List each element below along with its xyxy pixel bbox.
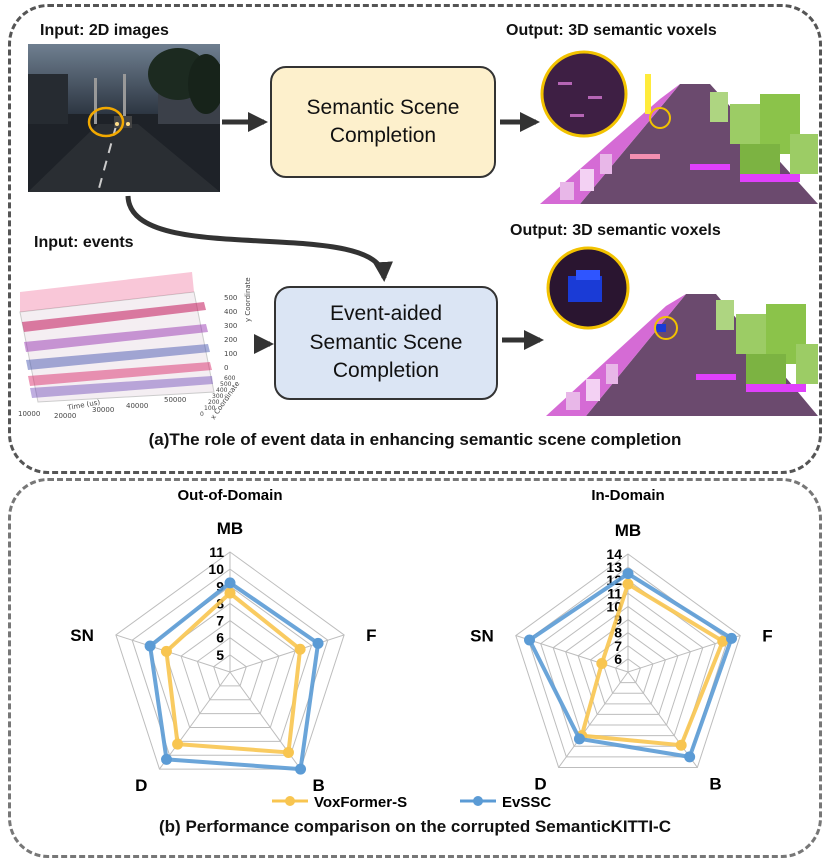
event-y-tick: 200 (224, 336, 237, 344)
event-point-cloud-plot: 10000 20000 30000 40000 50000 Time (us) … (14, 252, 254, 420)
event-x-tick: 40000 (126, 402, 148, 410)
event-y-axis-label: y Coordinate (244, 277, 252, 322)
essc-box-line: Semantic Scene (309, 330, 463, 354)
semantic-scene-completion-box: Semantic Scene Completion (270, 66, 496, 178)
event-z-tick: 400 (216, 387, 228, 394)
event-y-tick: 300 (224, 322, 237, 330)
essc-box-line: Completion (332, 359, 440, 383)
event-z-tick: 300 (212, 393, 224, 400)
input-images-label: Input: 2D images (40, 22, 169, 39)
event-y-tick: 0 (224, 364, 228, 372)
input-camera-image (28, 44, 220, 192)
ssc-box-line: Completion (329, 124, 437, 147)
event-aided-ssc-box: Event-aided Semantic Scene Completion (274, 286, 498, 400)
panel-b-frame (8, 478, 822, 858)
output-voxels-top (540, 44, 818, 204)
event-z-tick: 100 (204, 405, 216, 412)
input-events-label: Input: events (34, 234, 134, 251)
panel-a-frame (8, 4, 822, 474)
event-y-tick: 100 (224, 350, 237, 358)
output-voxels-bottom (546, 244, 818, 416)
essc-box-line: Event-aided (329, 302, 443, 326)
event-x-tick: 30000 (92, 406, 114, 414)
event-z-tick: 200 (208, 399, 220, 406)
event-y-tick: 400 (224, 308, 237, 316)
output-label-bottom: Output: 3D semantic voxels (510, 222, 721, 239)
panel-a-caption: (a)The role of event data in enhancing s… (148, 430, 682, 449)
event-x-tick: 50000 (164, 396, 186, 404)
ssc-box-line: Semantic Scene (306, 95, 460, 119)
event-z-tick: 0 (200, 411, 204, 418)
event-y-tick: 500 (224, 294, 237, 302)
event-z-tick: 500 (220, 381, 232, 388)
event-x-tick: 10000 (18, 410, 40, 418)
event-z-tick: 600 (224, 375, 236, 382)
event-x-tick: 20000 (54, 412, 76, 420)
output-label-top: Output: 3D semantic voxels (506, 22, 717, 39)
panel-b-caption: (b) Performance comparison on the corrup… (159, 817, 671, 836)
